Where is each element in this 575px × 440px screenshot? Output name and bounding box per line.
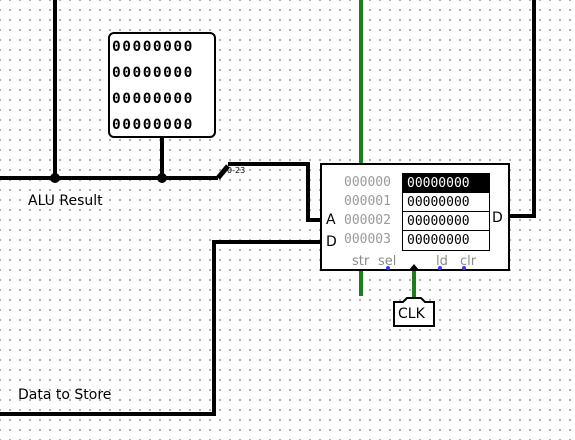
wire-data-to-store[interactable]: [0, 240, 322, 416]
clock-triangle-icon: [409, 264, 419, 270]
ram-cell-selected: 00000000: [403, 174, 489, 193]
ram-cell: 00000000: [403, 193, 489, 212]
ram-address: 000000: [344, 175, 391, 190]
port-a[interactable]: A: [326, 212, 336, 228]
ram-cell: 00000000: [407, 233, 470, 248]
pin-dot: [462, 266, 466, 270]
control-str[interactable]: str: [352, 254, 370, 269]
port-d-in[interactable]: D: [326, 234, 337, 250]
probe-row: 00000000: [112, 91, 194, 107]
probe-display[interactable]: 00000000 00000000 00000000 00000000: [108, 32, 216, 138]
wire-address[interactable]: [228, 162, 322, 222]
wire-junction: [157, 173, 167, 183]
wire-junction: [50, 173, 60, 183]
control-sel[interactable]: sel: [378, 254, 397, 269]
port-d-out[interactable]: D: [492, 210, 503, 226]
control-ld[interactable]: ld: [436, 254, 448, 269]
splitter-0-23[interactable]: [216, 164, 230, 180]
clock-input[interactable]: [393, 297, 435, 327]
probe-row: 00000000: [112, 65, 194, 81]
ram-component[interactable]: 000000 000001 000002 000003 00000000 000…: [320, 163, 510, 271]
probe-row: 00000000: [112, 39, 194, 55]
ram-cells: 00000000 00000000 00000000 00000000: [402, 173, 490, 251]
splitter-label: 0-23: [227, 166, 246, 175]
ram-address: 000002: [344, 213, 391, 228]
label-alu-result: ALU Result: [28, 193, 103, 209]
ram-address: 000001: [344, 194, 391, 209]
probe-row: 00000000: [112, 117, 194, 133]
pin-dot: [386, 266, 390, 270]
ram-address: 000003: [344, 232, 391, 247]
ram-cell: 00000000: [403, 212, 489, 231]
label-data-to-store: Data to Store: [18, 387, 112, 403]
wire-ram-output[interactable]: [510, 0, 536, 218]
control-clr[interactable]: clr: [460, 254, 477, 269]
clock-label: CLK: [398, 306, 425, 322]
pin-dot: [438, 266, 442, 270]
